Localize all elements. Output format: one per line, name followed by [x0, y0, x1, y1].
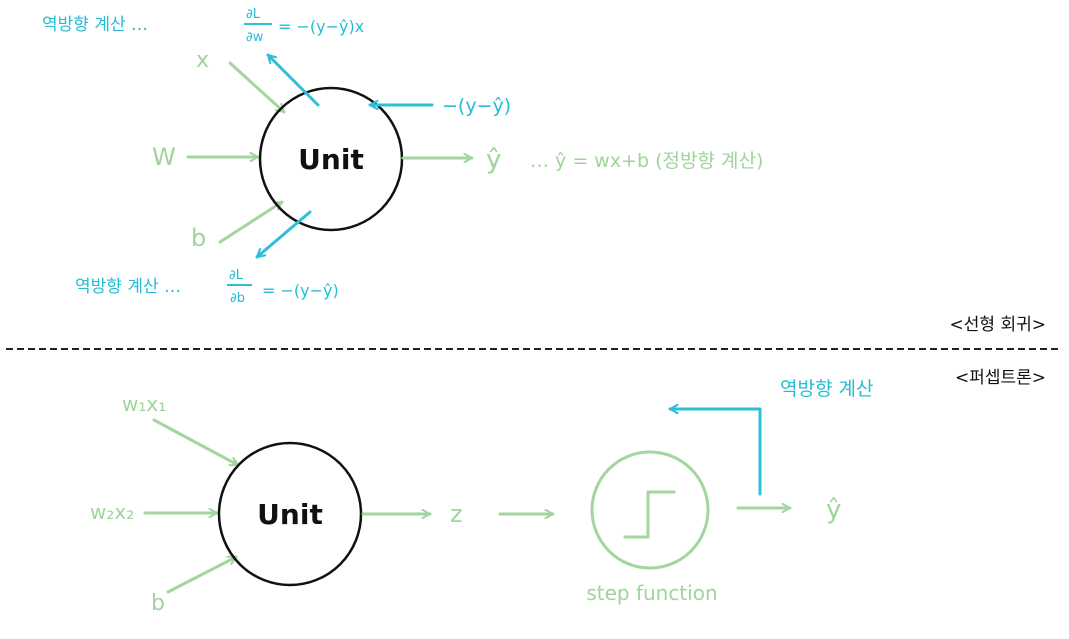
section-label-perceptron: <퍼셉트론>	[955, 368, 1046, 388]
back-bottom-frac-num: ∂L	[229, 268, 244, 283]
input-b-label: b	[191, 224, 206, 252]
forward-note: … ŷ = wx+b (정방향 계산)	[530, 150, 763, 172]
input-b-label-bottom: b	[151, 591, 165, 616]
back-top-frac-num: ∂L	[246, 7, 261, 22]
back-bottom-label: 역방향 계산 …	[75, 277, 181, 297]
back-bottom-frac-den: ∂b	[230, 291, 245, 306]
back-right-label: −(y−ŷ)	[442, 95, 511, 117]
output-yhat-label-bottom: ŷ	[826, 495, 841, 525]
back-top-frac-den: ∂w	[246, 30, 264, 45]
input-w-label: W	[152, 143, 176, 171]
section-label-linear: <선형 회귀>	[950, 315, 1046, 335]
input-w1x1-label: w₁x₁	[122, 392, 166, 416]
output-yhat-label: ŷ	[486, 145, 501, 175]
back-arrow-to-x	[266, 53, 320, 107]
back-top-label: 역방향 계산 …	[42, 15, 148, 35]
back-label-perceptron: 역방향 계산	[780, 378, 873, 400]
arrow-b-to-unit-bottom	[166, 555, 238, 594]
step-function-icon	[623, 490, 676, 539]
perceptron-diagram: w₁x₁ w₂x₂ b Unit z step function ŷ 역방향 계…	[90, 378, 873, 616]
input-w2x2-label: w₂x₂	[90, 500, 134, 524]
arrow-b-to-unit	[218, 200, 284, 244]
unit-circle-bottom	[217, 441, 363, 587]
unit-label-top: Unit	[298, 143, 364, 176]
linear-regression-diagram: 역방향 계산 … ∂L ∂w = −(y−ŷ)x x W b Unit ŷ … …	[42, 7, 763, 306]
unit-label-bottom: Unit	[257, 498, 323, 531]
step-function-label: step function	[586, 581, 717, 605]
input-x-label: x	[196, 48, 209, 73]
back-arrow-to-b	[255, 210, 312, 259]
back-top-rhs: = −(y−ŷ)x	[278, 17, 364, 36]
arrow-x-to-unit	[228, 61, 286, 114]
back-bottom-rhs: = −(y−ŷ)	[262, 281, 339, 300]
arrow-w1x1-to-unit	[152, 418, 240, 467]
step-function-circle	[590, 450, 710, 570]
back-arrow-perceptron	[668, 409, 762, 496]
z-label: z	[450, 500, 463, 528]
